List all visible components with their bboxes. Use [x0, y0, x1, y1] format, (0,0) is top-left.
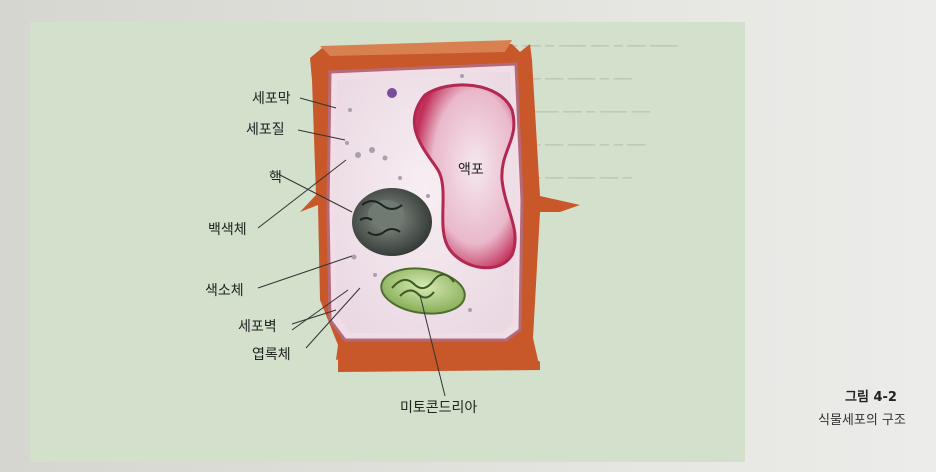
label-chromoplast: 색소체	[205, 283, 244, 299]
vacuole	[412, 83, 517, 270]
label-cell-membrane: 세포막	[252, 91, 291, 107]
label-leucoplast: 백색체	[208, 222, 247, 238]
figure-caption: 식물세포의 구조	[818, 413, 906, 428]
label-nucleus: 핵	[269, 170, 282, 186]
label-chloroplast: 엽록체	[252, 347, 291, 363]
label-vacuole: 액포	[458, 162, 484, 178]
label-cytoplasm: 세포질	[246, 122, 285, 138]
organelle-dots	[345, 74, 472, 312]
figure-number: 그림 4-2	[845, 390, 897, 405]
label-cell-wall: 세포벽	[238, 319, 277, 335]
label-mitochondria: 미토콘드리아	[400, 400, 477, 416]
mitochondrion	[380, 267, 466, 315]
leader-lines	[257, 97, 446, 397]
nucleus	[352, 188, 432, 256]
